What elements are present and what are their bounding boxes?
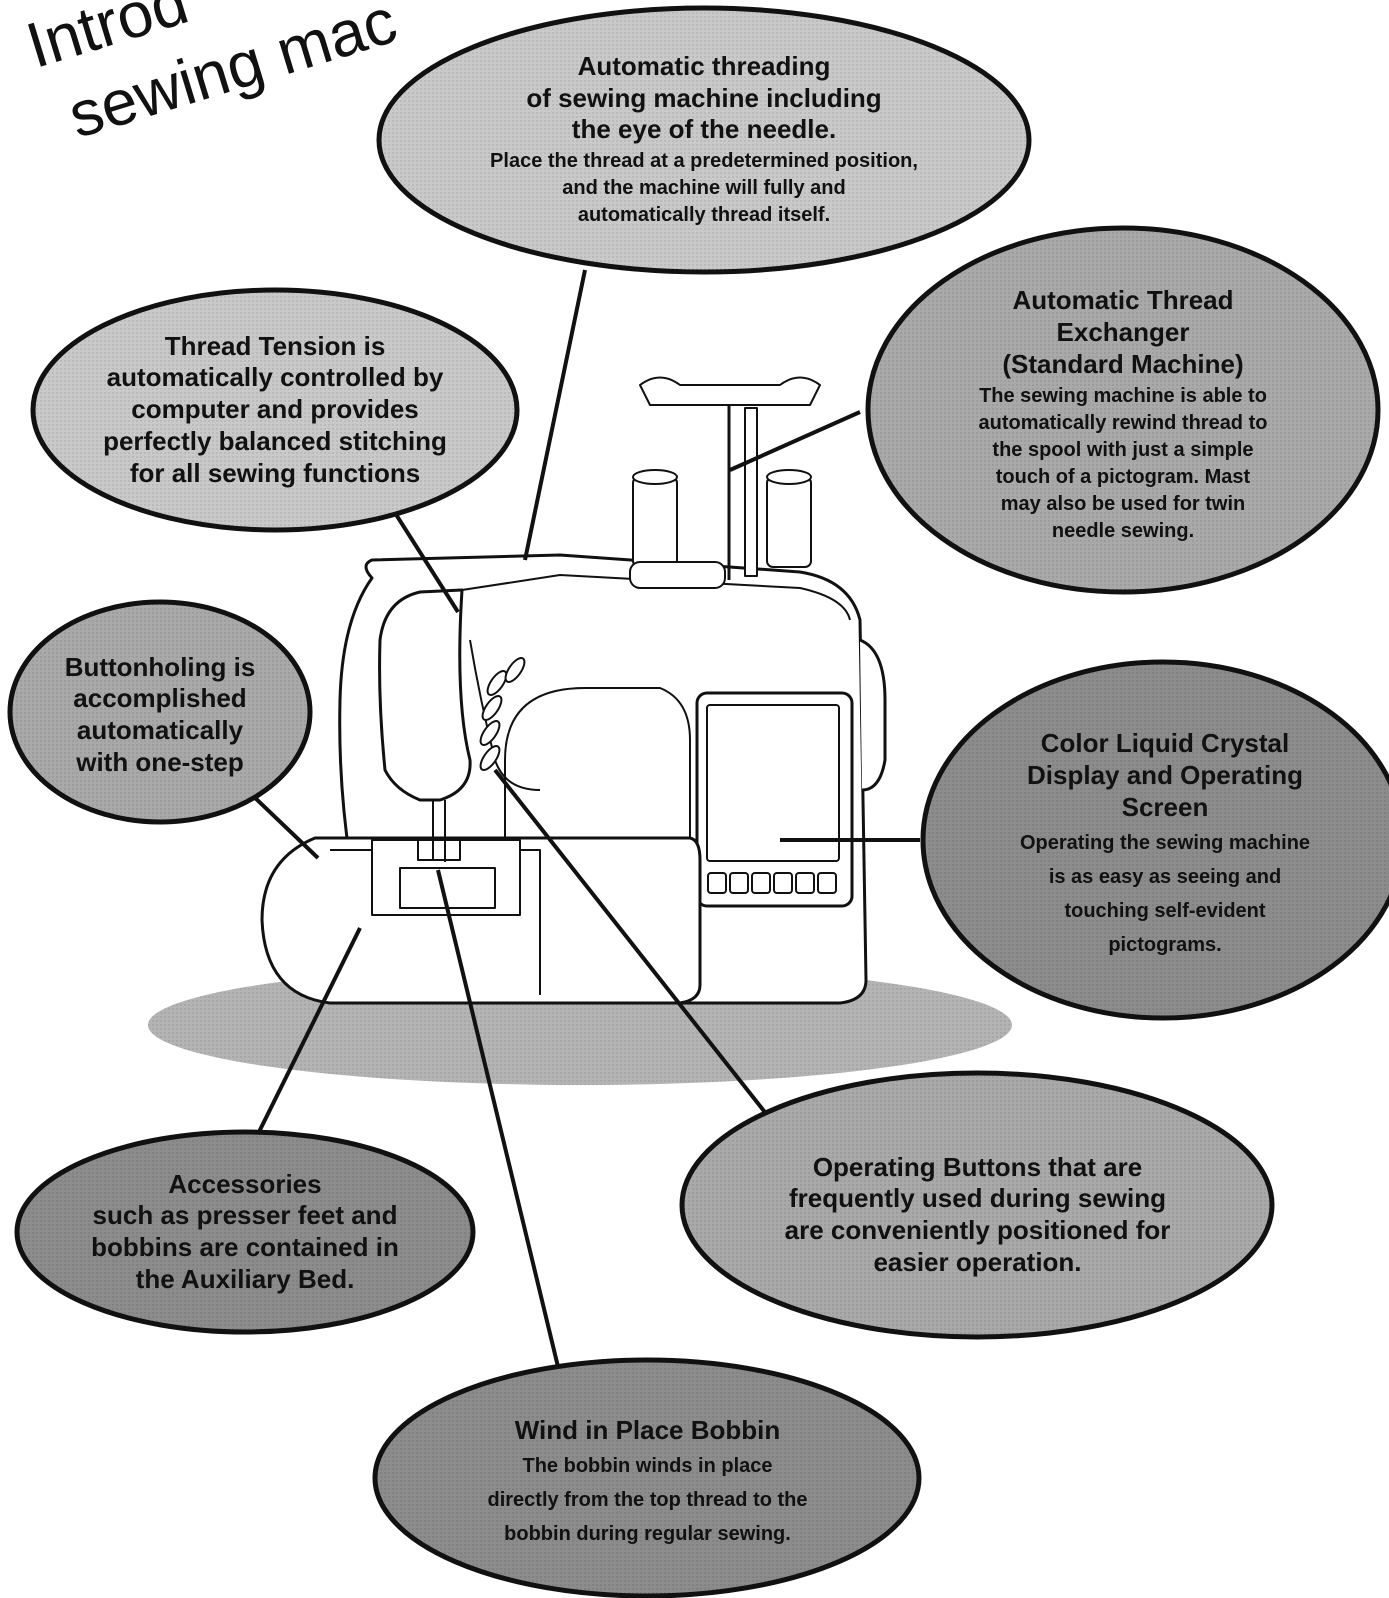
- callout-display: Color Liquid Crystal Display and Operati…: [945, 720, 1385, 970]
- sewing-machine: [260, 376, 887, 1005]
- callout-exchanger-title: Automatic Thread Exchanger (Standard Mac…: [1002, 285, 1244, 379]
- callout-operating-buttons: Operating Buttons that are frequently us…: [700, 1145, 1255, 1285]
- callout-bobbin-body: The bobbin winds in place directly from …: [487, 1454, 808, 1545]
- callout-exchanger: Automatic Thread Exchanger (Standard Mac…: [890, 270, 1356, 560]
- callout-bobbin: Wind in Place Bobbin The bobbin winds in…: [400, 1408, 895, 1558]
- callout-display-title: Color Liquid Crystal Display and Operati…: [1027, 728, 1303, 822]
- leader-lines: [250, 269, 920, 1376]
- callout-display-body: Operating the sewing machine is as easy …: [1019, 831, 1311, 956]
- callout-bobbin-title: Wind in Place Bobbin: [514, 1415, 781, 1446]
- callout-threading-title: Automatic threading of sewing machine in…: [526, 50, 882, 145]
- callout-accessories: Accessories such as presser feet and bob…: [35, 1152, 455, 1312]
- callout-threading-body: Place the thread at a predetermined posi…: [490, 150, 918, 227]
- callout-threading: Automatic threading of sewing machine in…: [400, 30, 1008, 250]
- callout-exchanger-body: The sewing machine is able to automatica…: [978, 384, 1268, 542]
- callout-tension-title: Thread Tension is automatically controll…: [103, 330, 447, 488]
- callout-accessories-title: Accessories such as presser feet and bob…: [91, 1168, 399, 1294]
- callout-tension: Thread Tension is automatically controll…: [50, 315, 500, 505]
- callout-buttonholing-title: Buttonholing is accomplished automatical…: [64, 651, 256, 777]
- callout-operating-buttons-title: Operating Buttons that are frequently us…: [784, 1151, 1171, 1277]
- callout-buttonholing: Buttonholing is accomplished automatical…: [25, 640, 295, 790]
